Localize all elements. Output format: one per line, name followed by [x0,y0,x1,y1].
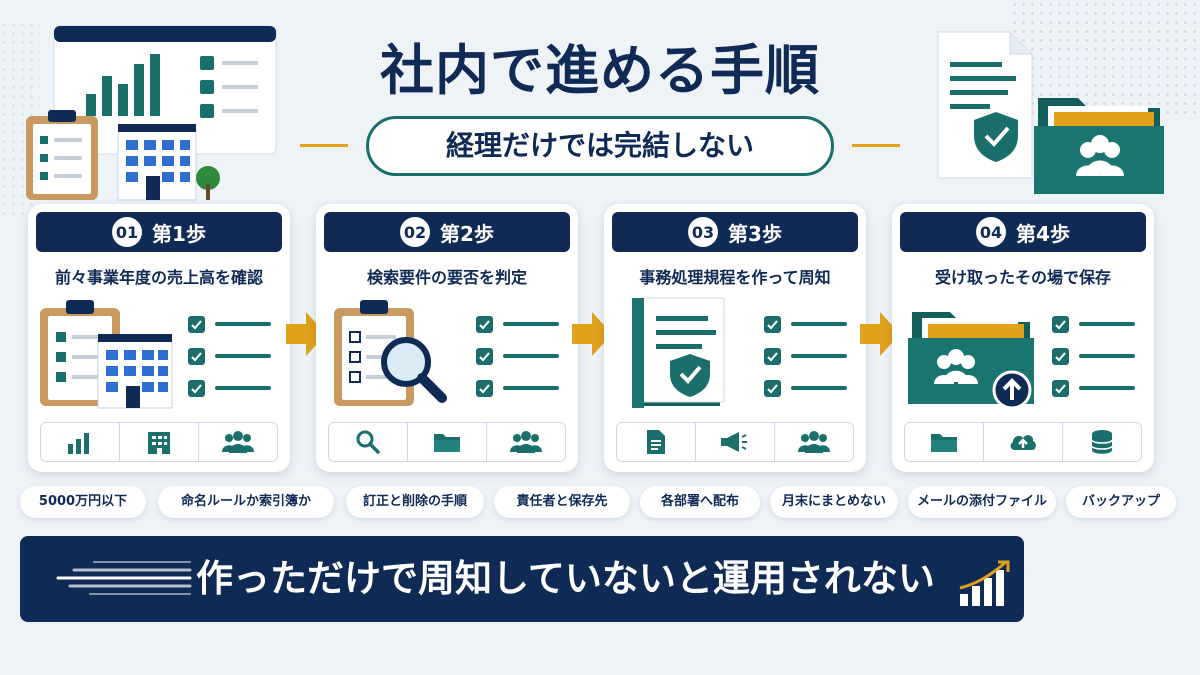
step-arrow-3 [860,312,900,356]
page-title: 社内で進める手順 [380,39,820,102]
step-card-3: 03 第3歩 事務処理規程を作って周知 [604,204,866,472]
document-icon [647,430,665,454]
check-icon [764,315,781,333]
subtitle-divider-left [300,144,348,147]
step-description: 前々事業年度の売上高を確認 [54,268,263,287]
building-icon [148,432,170,454]
check-icon [188,379,205,397]
step-number-badge: 02 [400,217,431,247]
check-icon [476,347,493,365]
tag-pill: メールの添付ファイル [908,486,1056,518]
check-icon [188,315,205,333]
check-icon [1052,347,1069,365]
checklist [188,308,278,404]
step-description: 事務処理規程を作って周知 [639,268,831,287]
growth-chart-icon [959,560,1010,606]
step-label: 第2歩 [440,221,494,246]
step-label: 第3歩 [728,221,782,246]
check-icon [1052,315,1069,333]
step-icon-row [328,422,566,462]
step-header: 04 第4歩 [900,212,1146,252]
tag-pill: バックアップ [1066,486,1176,518]
step-icon-row [904,422,1142,462]
check-icon [188,347,205,365]
step-icon-row [616,422,854,462]
folder-icon [434,434,460,452]
checklist [1052,308,1142,404]
checklist [764,308,854,404]
step-number-badge: 01 [112,217,143,247]
step-card-1: 01 第1歩 前々事業年度の売上高を確認 [28,204,290,472]
secure-document-folder-illustration [937,31,1164,194]
check-icon [476,379,493,397]
subtitle-pill: 経理だけでは完結しない [366,116,834,176]
step-label: 第1歩 [152,221,206,246]
step-number-badge: 03 [688,217,719,247]
step-number-badge: 04 [976,217,1007,247]
step-card-4: 04 第4歩 受け取ったその場で保存 [892,204,1154,472]
tag-pill: 訂正と削除の手順 [346,486,484,518]
bar-chart-icon [68,433,89,454]
speed-lines-icon [56,561,192,595]
step-header: 01 第1歩 [36,212,282,252]
clipboard-magnifier-illustration [334,300,447,406]
check-icon [764,347,781,365]
dashboard-clipboard-building-illustration [26,25,277,201]
people-icon [510,431,542,453]
step-description: 受け取ったその場で保存 [934,268,1111,287]
step-card-2: 02 第2歩 検索要件の要否を判定 [316,204,578,472]
bottom-banner: 作っただけで周知していないと運用されない [20,536,1024,622]
check-icon [764,379,781,397]
subtitle-group: 経理だけでは完結しない [300,116,900,176]
step-description: 検索要件の要否を判定 [366,268,527,287]
step-header: 02 第2歩 [324,212,570,252]
banner-message: 作っただけで周知していないと運用されない [196,557,935,600]
people-icon [222,431,254,453]
database-icon [1091,430,1113,454]
tag-pill: 5000万円以下 [20,486,146,518]
check-icon [1052,379,1069,397]
step-arrow-2 [572,312,612,356]
folder-upload-illustration [908,312,1034,410]
rulebook-shield-illustration [632,297,725,408]
tag-pill-row: 5000万円以下 命名ルールか索引簿か 訂正と削除の手順 責任者と保存先 各部署… [20,486,1180,518]
tag-pill: 責任者と保存先 [494,486,630,518]
tag-pill: 月末にまとめない [770,486,898,518]
clipboard-building-illustration [40,300,173,409]
step-label: 第4歩 [1016,221,1070,246]
tag-pill: 各部署へ配布 [640,486,760,518]
subtitle-divider-right [852,144,900,147]
cloud-upload-icon [1010,435,1036,450]
step-header: 03 第3歩 [612,212,858,252]
megaphone-icon [721,432,747,452]
step-icon-row [40,422,278,462]
search-icon [356,430,380,454]
folder-icon [931,434,957,452]
tag-pill: 命名ルールか索引簿か [158,486,334,518]
check-icon [476,315,493,333]
people-icon [798,431,830,453]
checklist [476,308,566,404]
